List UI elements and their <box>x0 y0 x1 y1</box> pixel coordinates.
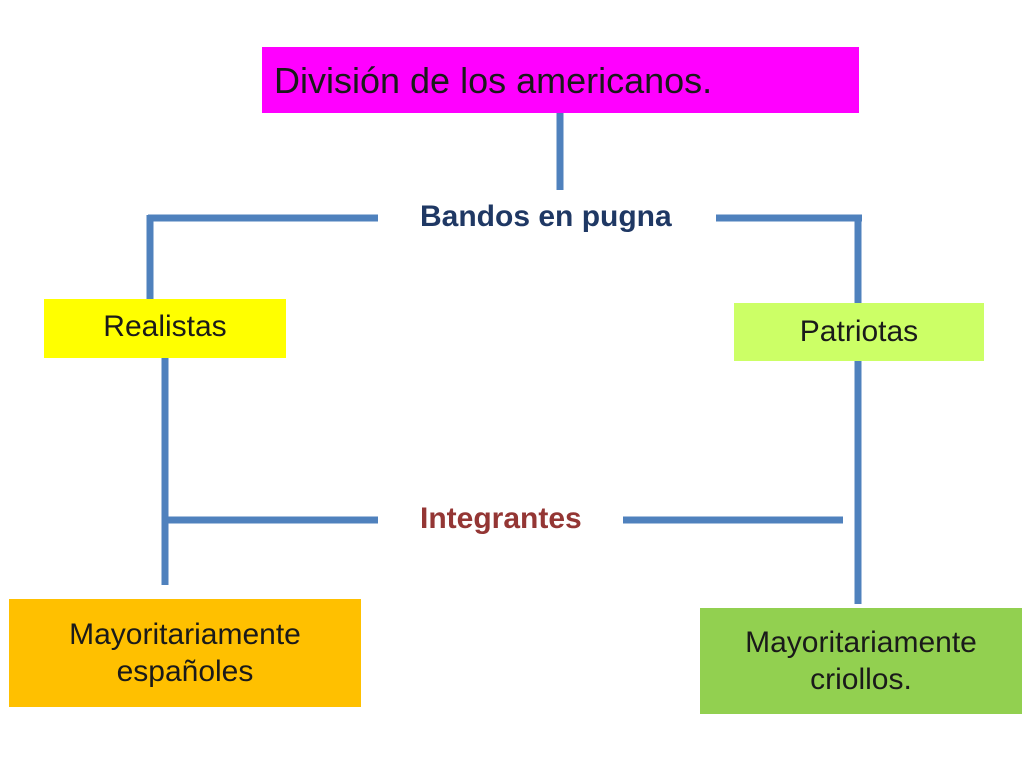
patriotas-members-line1: Mayoritariamente <box>745 625 977 659</box>
patriotas-box: Patriotas <box>734 303 984 361</box>
diagram-title: División de los americanos. <box>274 59 713 101</box>
diagram-title-box: División de los americanos. <box>262 47 859 113</box>
realistas-label: Realistas <box>103 309 227 343</box>
patriotas-label: Patriotas <box>799 315 919 349</box>
realistas-members-text: Mayoritariamente españoles <box>69 616 301 691</box>
patriotas-members-text: Mayoritariamente criollos. <box>745 624 977 699</box>
patriotas-members-line2: criollos. <box>810 663 912 696</box>
bandos-label: Bandos en pugna <box>420 200 672 233</box>
realistas-members-box: Mayoritariamente españoles <box>9 599 361 707</box>
patriotas-members-box: Mayoritariamente criollos. <box>700 608 1022 714</box>
integrantes-label: Integrantes <box>420 502 582 535</box>
realistas-members-line2: españoles <box>116 655 254 688</box>
realistas-members-line1: Mayoritariamente <box>69 617 301 651</box>
realistas-box: Realistas <box>44 299 286 358</box>
